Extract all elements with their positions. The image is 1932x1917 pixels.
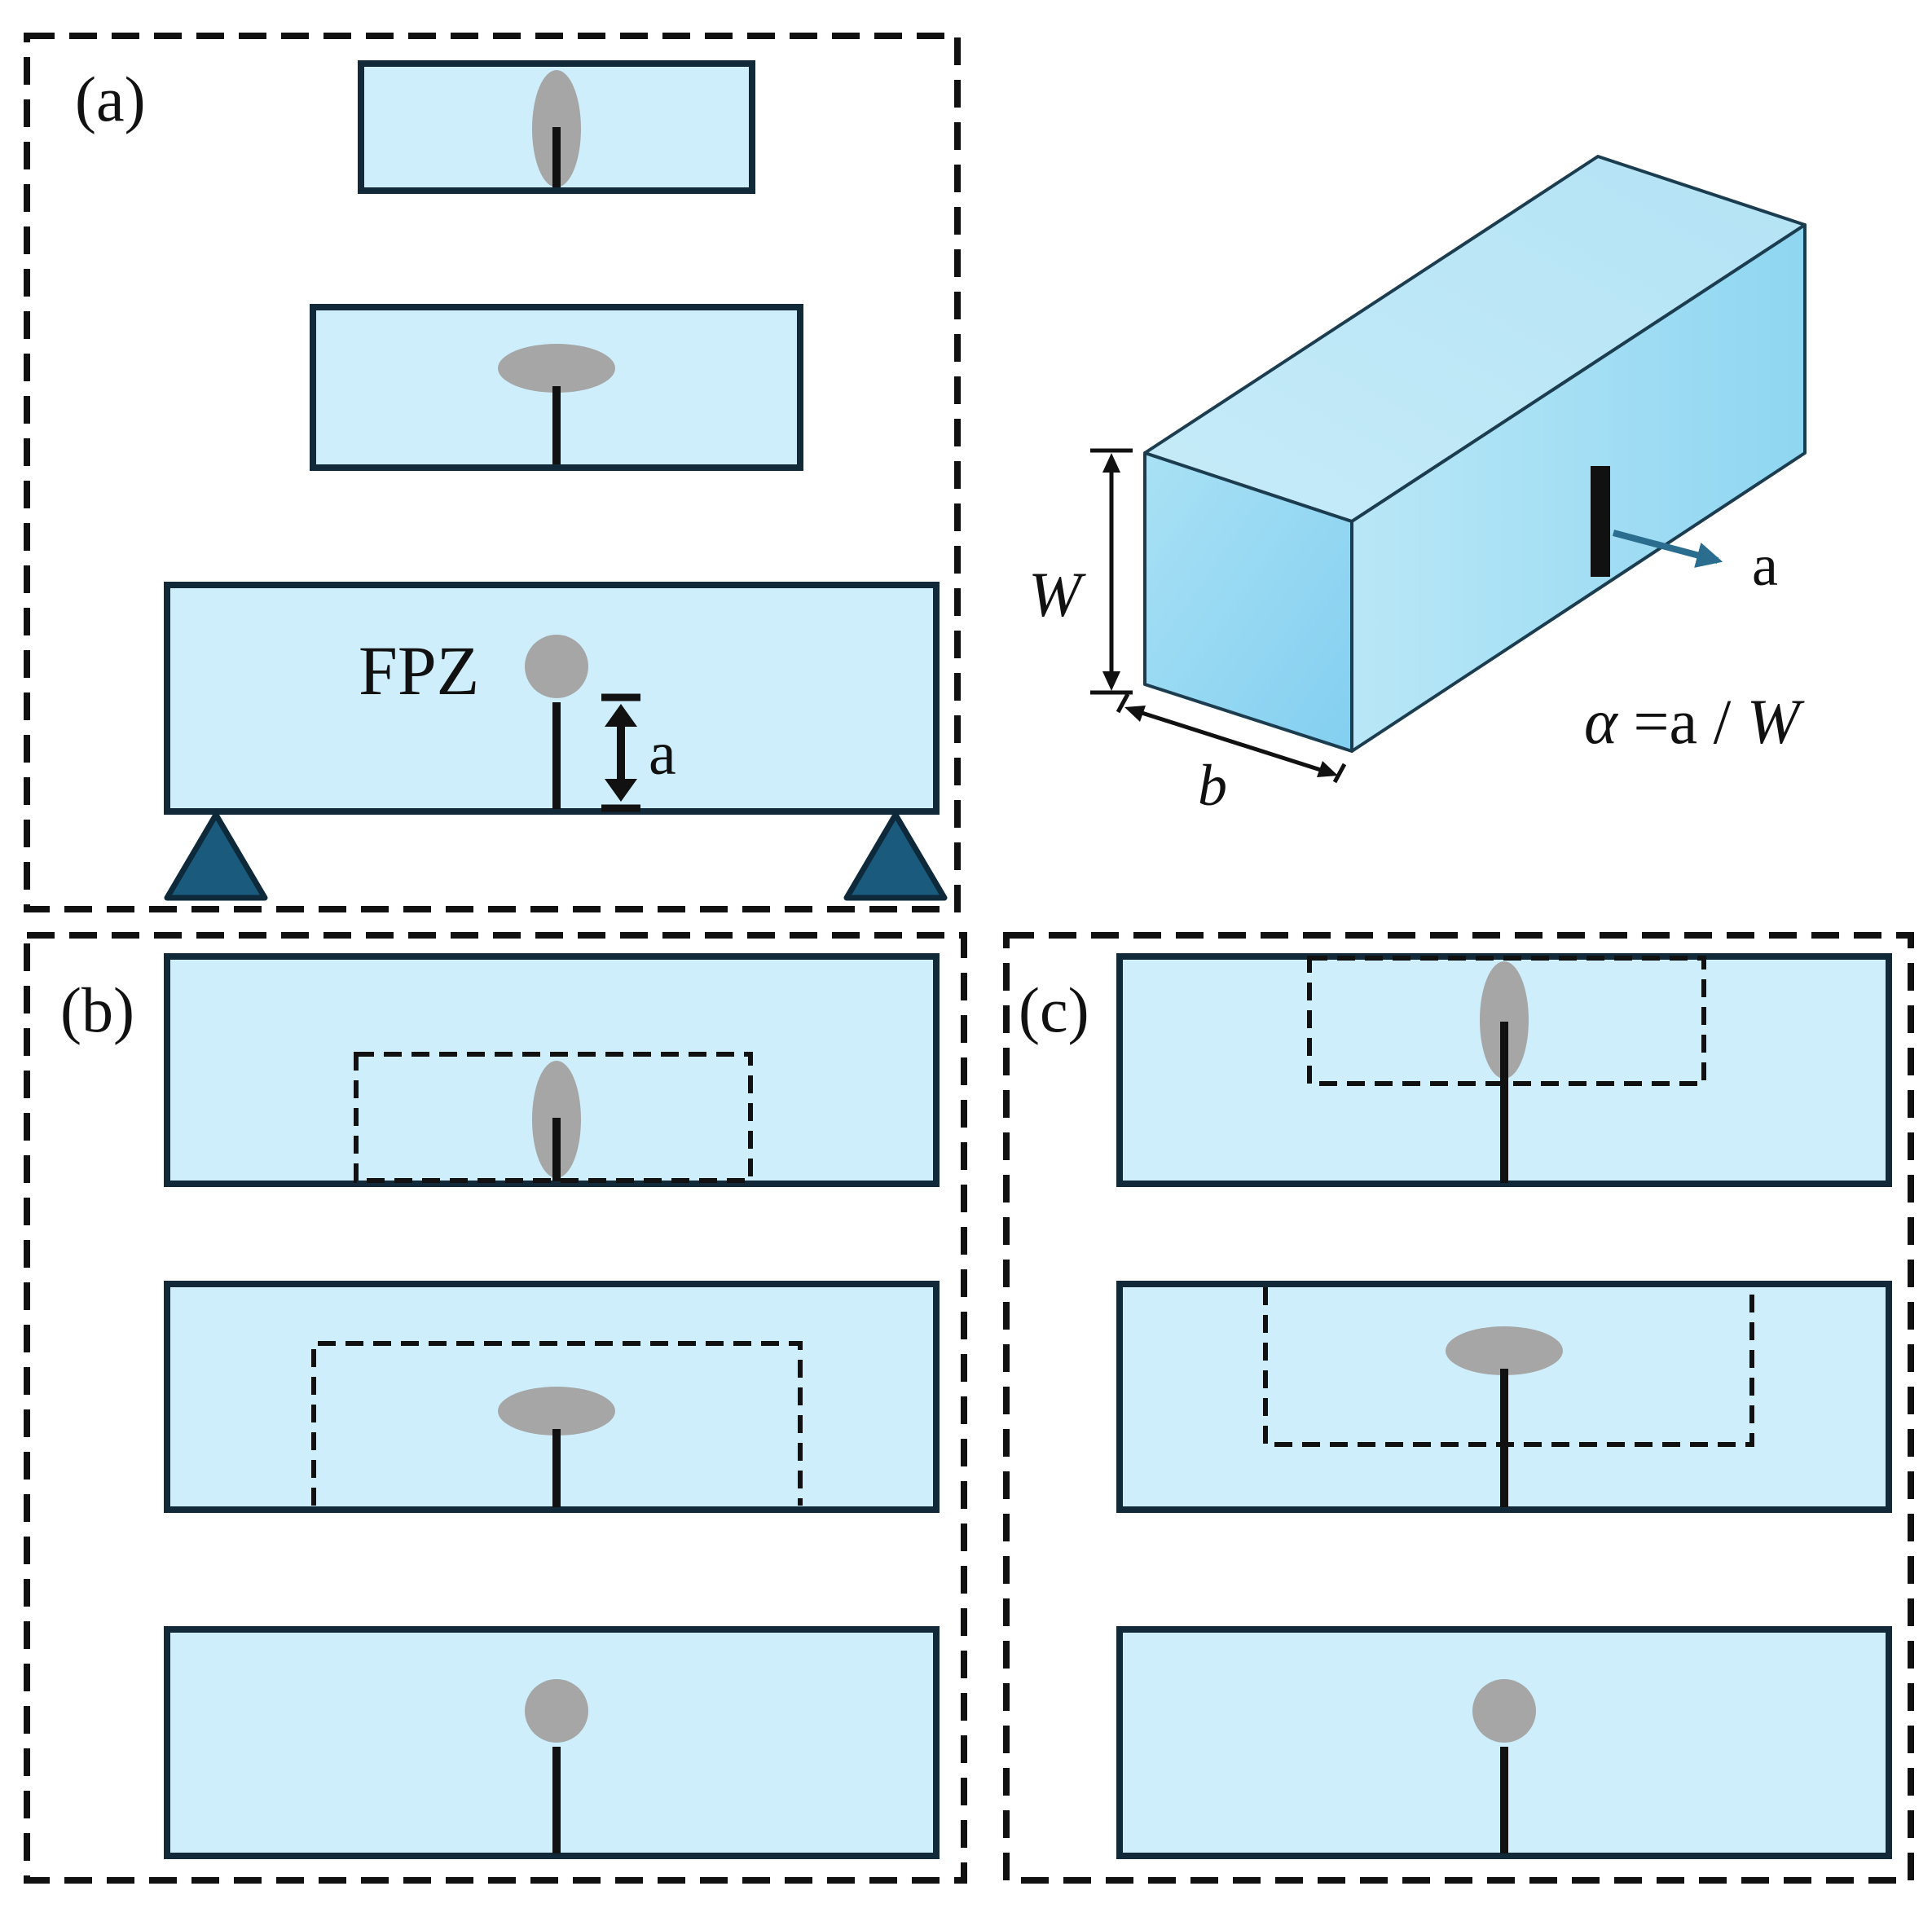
fpz-shape [1446,1326,1563,1375]
specimen-c2 [1116,1281,1892,1513]
panel-c: (c) [1003,932,1914,1884]
fpz-shape [525,635,588,698]
crack-line [1500,1747,1508,1853]
specimen-large: FPZ a [164,582,940,815]
formula-w: W [1747,686,1805,757]
fpz-shape [498,1387,615,1436]
crack-line [552,386,561,464]
panel-b-frame [24,932,967,1884]
panel-a-label: (a) [75,64,146,134]
support-right [843,811,948,901]
crack-arrow [1612,530,1723,568]
crack-line [552,1118,561,1181]
support-left [164,811,268,901]
panel-b: (b) [24,932,967,1884]
box-side-face [1350,223,1807,753]
specimen-b3 [164,1626,940,1859]
formula-alpha: α [1584,686,1619,757]
crack-line [552,127,561,187]
notch-mark [1591,466,1610,577]
subregion-box [311,1341,803,1506]
crack-line [552,1429,561,1507]
crack-line [1500,1369,1508,1507]
alpha-formula: α =a / W [1584,686,1805,757]
panel-a-frame [24,33,961,912]
crack-line [1500,1022,1508,1183]
specimen-small [358,60,755,194]
crack-length-dimension [601,693,640,812]
width-label: b [1198,753,1227,818]
specimen-medium [310,304,803,471]
crack-length-label: a [649,719,676,788]
crack-arrow-label: a [1752,533,1778,598]
fpz-shape [1472,1679,1536,1743]
specimen-b1 [164,953,940,1187]
specimen-3d: a W b α =a / W [1028,155,1807,818]
panel-c-label: (c) [1019,974,1089,1045]
panel-a: (a) FPZ a [24,33,961,912]
specimen-b2 [164,1281,940,1513]
specimen-body [164,1626,940,1859]
subregion-box [354,1052,753,1183]
specimen-body [164,582,940,815]
fpz-shape [498,344,615,393]
fpz-shape [1480,961,1529,1079]
height-dimension [1090,448,1133,695]
panel-c-frame [1003,932,1914,1884]
subregion-box [1307,956,1706,1086]
width-dimension [1116,692,1347,784]
subregion-box [1263,1287,1754,1447]
fpz-shape [525,1679,588,1743]
formula-middle: =a / [1617,686,1747,757]
height-label: W [1028,559,1086,630]
fpz-label: FPZ [359,631,479,710]
specimen-c1 [1116,953,1892,1187]
panel-b-label: (b) [60,974,134,1045]
crack-line [552,702,561,809]
specimen-c3 [1116,1626,1892,1859]
crack-line [552,1747,561,1853]
